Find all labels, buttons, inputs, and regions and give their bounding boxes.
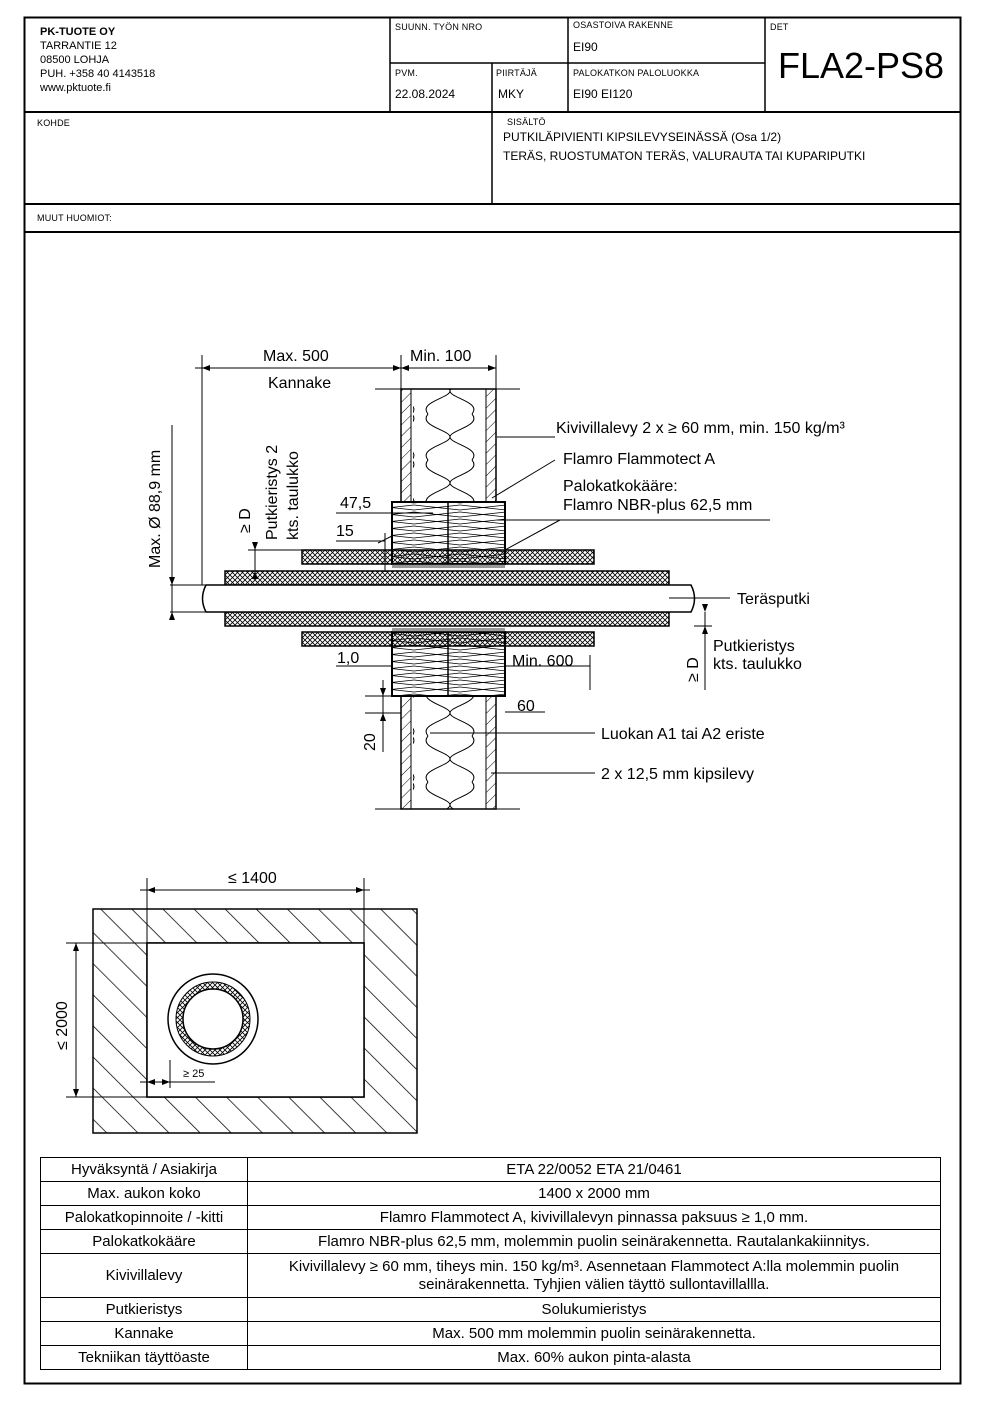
dim-min100: Min. 100	[410, 348, 471, 365]
dim-60: 60	[517, 698, 535, 715]
content-line-1: PUTKILÄPIVIENTI KIPSILEVYSEINÄSSÄ (Osa 1…	[503, 130, 782, 144]
company-city: 08500 LOHJA	[40, 54, 110, 66]
company-web: www.pktuote.fi	[40, 82, 111, 94]
dim-2000: ≤ 2000	[54, 1001, 71, 1050]
label-putkieristys2-2: kts. taulukko	[285, 451, 302, 540]
label-kannake: Kannake	[268, 375, 331, 392]
label-kipsilevy: 2 x 12,5 mm kipsilevy	[601, 766, 754, 783]
label-putkieristys2-1: Putkieristys 2	[264, 445, 281, 540]
dimension-arrows	[169, 365, 708, 721]
label-kivivillalevy: Kivivillalevy 2 x ≥ 60 mm, min. 150 kg/m…	[556, 420, 846, 437]
table-value: 1400 x 2000 mm	[247, 1181, 941, 1206]
table-value: Max. 60% aukon pinta-alasta	[247, 1345, 941, 1370]
content-line-2: TERÄS, RUOSTUMATON TERÄS, VALURAUTA TAI …	[503, 149, 866, 163]
company-phone: PUH. +358 40 4143518	[40, 68, 156, 80]
dim-min600: Min. 600	[512, 653, 573, 670]
dim-1-0: 1,0	[337, 650, 359, 667]
dim-1400: ≤ 1400	[228, 870, 277, 887]
table-key: Palokatkokääre	[40, 1229, 248, 1254]
steel-pipe	[201, 584, 696, 613]
label-nbr-plus: Flamro NBR-plus 62,5 mm	[563, 497, 752, 514]
pipe-insulation	[224, 549, 670, 647]
label-putkieristys-2: kts. taulukko	[713, 656, 802, 673]
opening-plan-view	[92, 908, 418, 1134]
label-luokan-eriste: Luokan A1 tai A2 eriste	[601, 726, 765, 743]
fire-class-value: EI90 EI120	[573, 87, 633, 101]
dim-20: 20	[362, 733, 379, 751]
notes-label: MUUT HUOMIOT:	[37, 213, 112, 223]
table-value: Solukumieristys	[247, 1297, 941, 1322]
det-label: DET	[770, 22, 789, 32]
table-value: Flamro NBR-plus 62,5 mm, molemmin puolin…	[247, 1229, 941, 1254]
drawn-value: MKY	[498, 87, 525, 101]
label-flammotect: Flamro Flammotect A	[563, 451, 715, 468]
table-key: Kivivillalevy	[40, 1253, 248, 1298]
table-value: Flamro Flammotect A, kivivillalevyn pinn…	[247, 1205, 941, 1230]
table-key: Hyväksyntä / Asiakirja	[40, 1157, 248, 1182]
dim-25: ≥ 25	[183, 1068, 204, 1080]
plan-dimension-arrows	[73, 887, 364, 1097]
dimension-lines	[170, 355, 770, 774]
label-palokatkokaare: Palokatkokääre:	[563, 478, 678, 495]
table-key: Tekniikan täyttöaste	[40, 1345, 248, 1370]
table-key: Max. aukon koko	[40, 1181, 248, 1206]
table-value: Max. 500 mm molemmin puolin seinärakenne…	[247, 1321, 941, 1346]
dim-max500: Max. 500	[263, 348, 329, 365]
dim-ge-d-right: ≥ D	[685, 657, 702, 682]
label-putkieristys-1: Putkieristys	[713, 638, 795, 655]
dim-diameter: Max. Ø 88,9 mm	[147, 450, 164, 568]
label-terasputki: Teräsputki	[737, 591, 810, 608]
kohde-label: KOHDE	[37, 118, 71, 128]
structure-value: EI90	[573, 40, 598, 54]
dim-47-5: 47,5	[340, 495, 371, 512]
table-key: Kannake	[40, 1321, 248, 1346]
date-label: PVM.	[395, 68, 418, 78]
work-number-label: SUUNN. TYÖN NRO	[395, 22, 483, 32]
company-name: PK-TUOTE OY	[40, 26, 116, 38]
table-value: ETA 22/0052 ETA 21/0461	[247, 1157, 941, 1182]
dim-ge-d-left: ≥ D	[237, 508, 254, 533]
fire-class-label: PALOKATKON PALOLUOKKA	[573, 68, 700, 78]
plan-dimension-lines	[66, 878, 370, 1098]
det-value: FLA2-PS8	[778, 45, 945, 86]
content-label: SISÄLTÖ	[507, 117, 546, 127]
structure-label: OSASTOIVA RAKENNE	[573, 20, 674, 30]
table-key: Palokatkopinnoite / -kitti	[40, 1205, 248, 1230]
wall-section	[375, 388, 520, 810]
dim-15: 15	[336, 523, 354, 540]
table-value: Kivivillalevy ≥ 60 mm, tiheys min. 150 k…	[247, 1253, 941, 1298]
date-value: 22.08.2024	[395, 87, 456, 101]
drawn-label: PIIRTÄJÄ	[496, 68, 537, 78]
company-street: TARRANTIE 12	[40, 40, 117, 52]
company-info: PK-TUOTE OY TARRANTIE 12 08500 LOHJA PUH…	[40, 25, 155, 95]
table-key: Putkieristys	[40, 1297, 248, 1322]
